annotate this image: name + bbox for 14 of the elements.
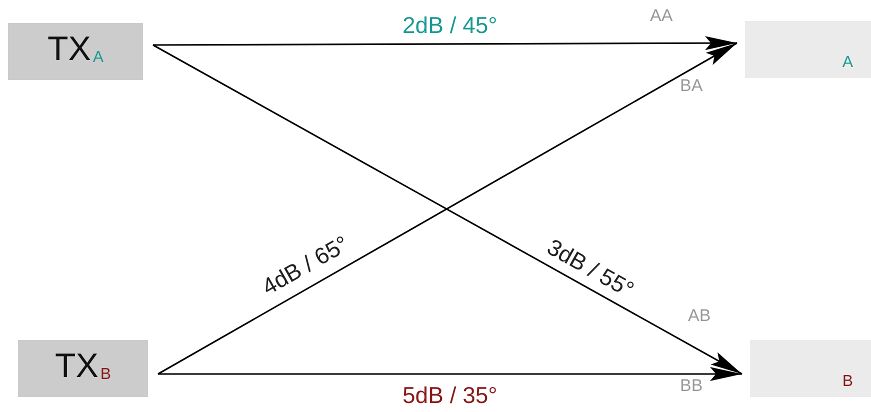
arrow (158, 367, 742, 381)
path-label: BA (680, 76, 703, 96)
transmitter-box (8, 23, 143, 80)
receiver-label: A (842, 54, 853, 72)
receiver-label: B (842, 373, 853, 391)
edge-label: 5dB / 35° (402, 382, 498, 408)
edge-label: 4dB / 65° (257, 230, 353, 300)
edge-label: 3dB / 55° (542, 233, 638, 303)
arrow (153, 36, 737, 50)
transmitter-box (18, 340, 148, 397)
edge-label: 2dB / 45° (402, 12, 498, 38)
path-label: BB (680, 376, 703, 396)
path-label: AB (688, 306, 711, 326)
path-label: AA (650, 6, 673, 26)
